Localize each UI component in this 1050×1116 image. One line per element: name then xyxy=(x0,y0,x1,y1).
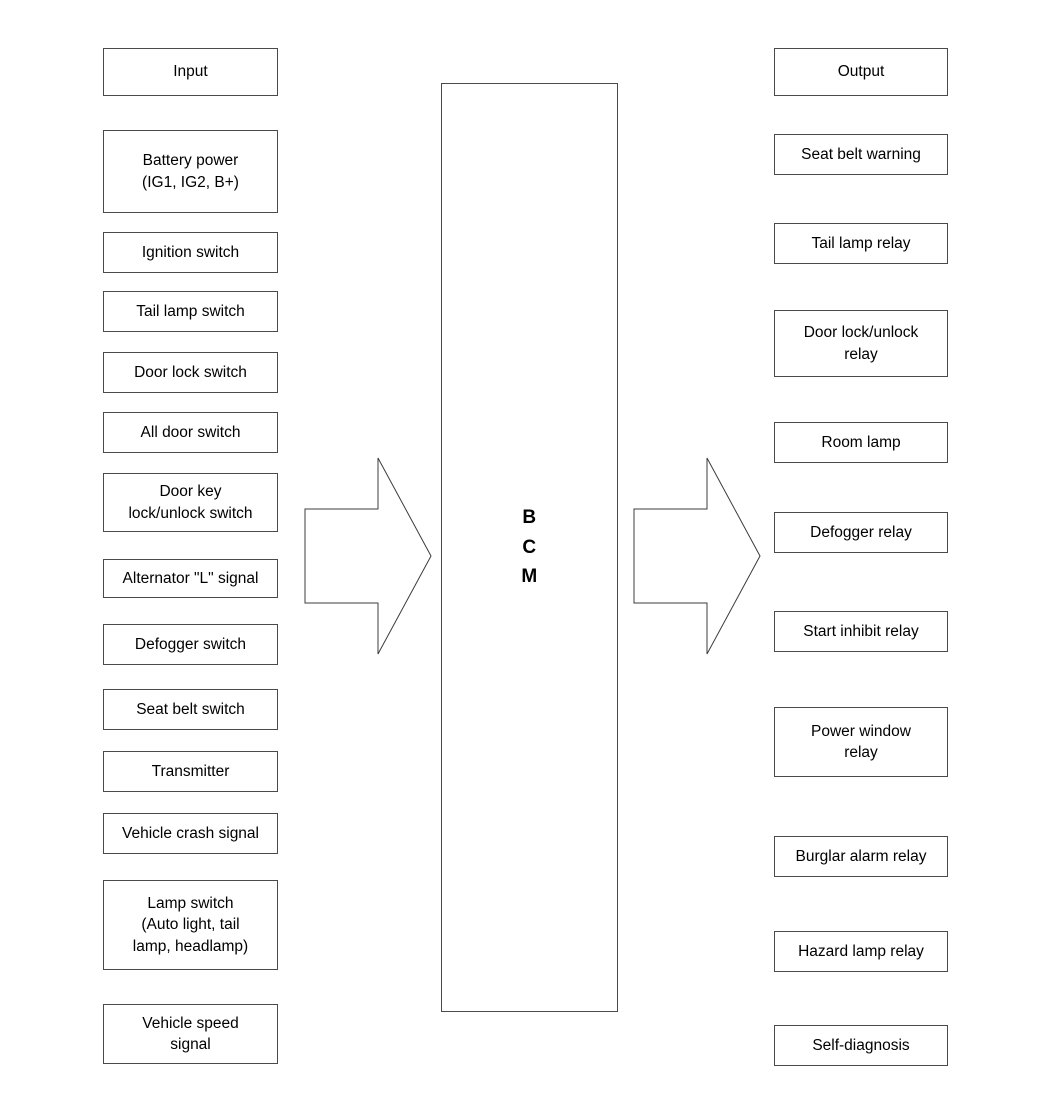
output-box-room-lamp: Room lamp xyxy=(774,422,948,463)
input-box-seat-belt-switch: Seat belt switch xyxy=(103,689,278,730)
input-box-transmitter: Transmitter xyxy=(103,751,278,792)
output-box-defogger-relay: Defogger relay xyxy=(774,512,948,553)
input-box-ignition-switch: Ignition switch xyxy=(103,232,278,273)
input-box-alternator-l-signal: Alternator "L" signal xyxy=(103,559,278,598)
output-box-burglar-alarm-relay: Burglar alarm relay xyxy=(774,836,948,877)
output-box-hazard-lamp-relay: Hazard lamp relay xyxy=(774,931,948,972)
input-flow-arrow xyxy=(304,457,432,655)
input-box-battery-power-ig1-ig2-b: Battery power (IG1, IG2, B+) xyxy=(103,130,278,213)
input-box-tail-lamp-switch: Tail lamp switch xyxy=(103,291,278,332)
input-box-vehicle-speed-signal: Vehicle speed signal xyxy=(103,1004,278,1064)
output-column-heading: Output xyxy=(774,48,948,96)
output-box-self-diagnosis: Self-diagnosis xyxy=(774,1025,948,1066)
input-box-all-door-switch: All door switch xyxy=(103,412,278,453)
bcm-module-label: B C M xyxy=(521,507,538,588)
output-box-seat-belt-warning: Seat belt warning xyxy=(774,134,948,175)
input-box-vehicle-crash-signal: Vehicle crash signal xyxy=(103,813,278,854)
output-box-start-inhibit-relay: Start inhibit relay xyxy=(774,611,948,652)
output-box-power-window-relay: Power window relay xyxy=(774,707,948,777)
input-column-heading: Input xyxy=(103,48,278,96)
input-box-door-lock-switch: Door lock switch xyxy=(103,352,278,393)
input-box-lamp-switch-auto-light-tail-lamp-headlamp: Lamp switch (Auto light, tail lamp, head… xyxy=(103,880,278,970)
input-box-door-key-lock-unlock-switch: Door key lock/unlock switch xyxy=(103,473,278,532)
output-box-door-lock-unlock-relay: Door lock/unlock relay xyxy=(774,310,948,377)
bcm-module-box: B C M xyxy=(441,83,618,1012)
output-box-tail-lamp-relay: Tail lamp relay xyxy=(774,223,948,264)
input-box-defogger-switch: Defogger switch xyxy=(103,624,278,665)
output-flow-arrow xyxy=(633,457,761,655)
